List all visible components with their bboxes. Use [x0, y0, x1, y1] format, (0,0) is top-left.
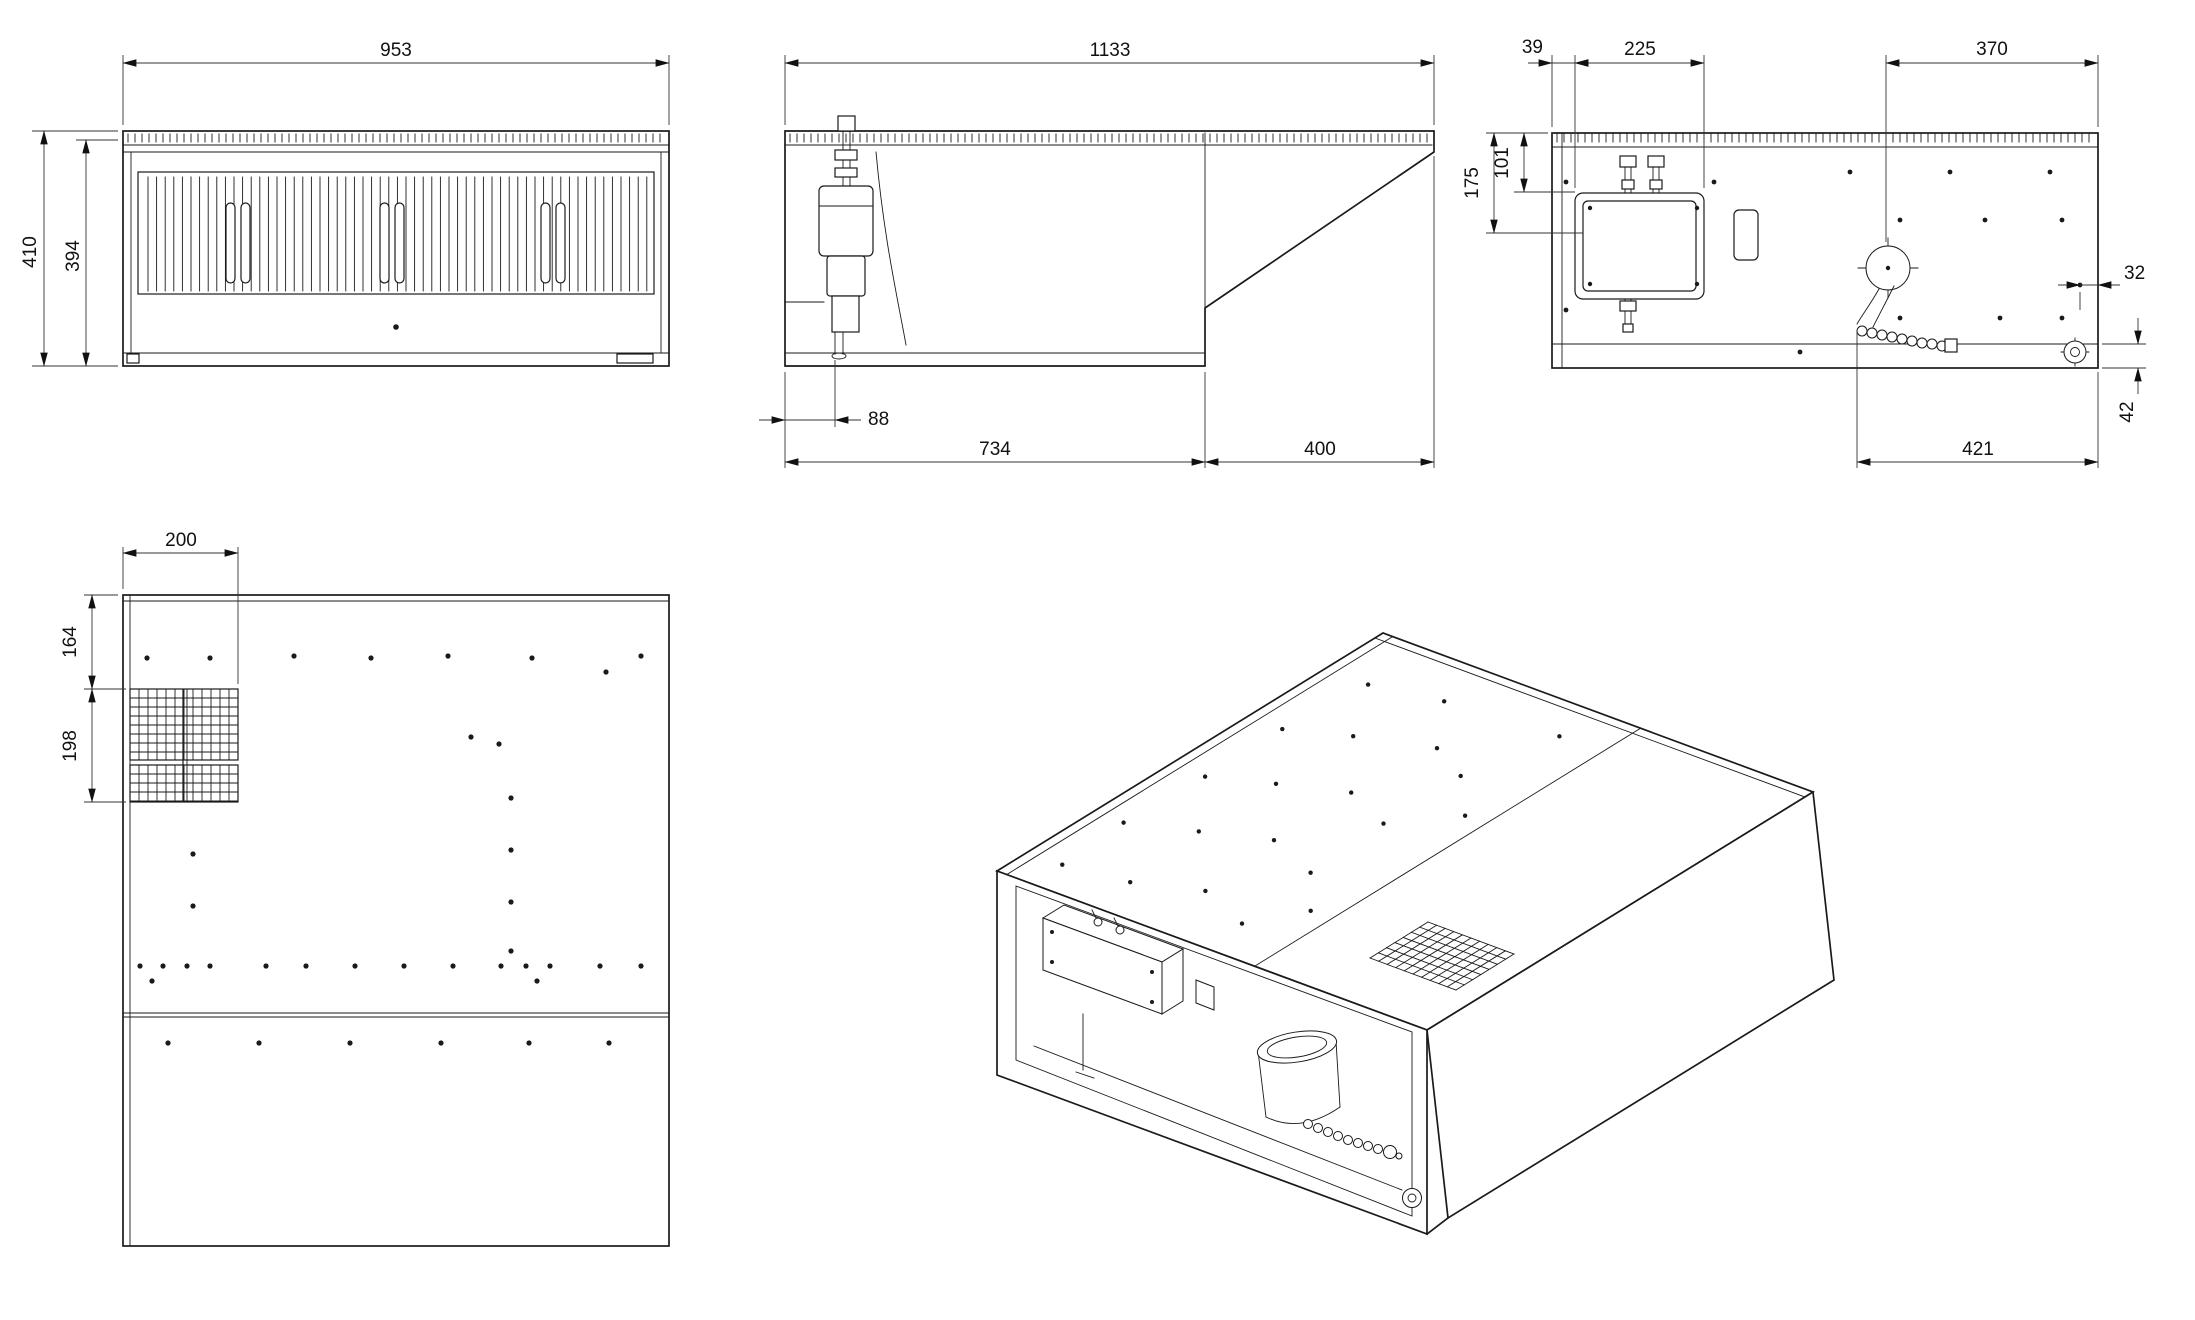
dim-front-height-body-label: 394 — [63, 240, 84, 272]
dim-plan-grille-height-label: 198 — [60, 730, 81, 762]
iso-canopy-seam — [1254, 727, 1642, 967]
drain-pump-assembly — [818, 115, 874, 360]
dim-side-depth-body-label: 734 — [979, 439, 1011, 460]
dim-back-right-span-label: 370 — [1976, 39, 2008, 60]
dim-back-edge-to-holes-label: 32 — [2124, 263, 2145, 284]
dim-side-drain-offset: 88 — [759, 360, 889, 468]
plan-body-outline — [122, 594, 670, 1247]
dim-plan-grille-width: 200 — [122, 530, 239, 684]
dim-front-height-body: 394 — [63, 139, 118, 367]
front-foot-left — [126, 353, 140, 364]
front-view: 953 410 394 — [20, 40, 670, 367]
front-grille-louvres — [147, 176, 648, 292]
grille-handle-slots — [225, 202, 566, 284]
dim-back-box-width: 225 — [1574, 39, 1705, 188]
back-top-flange-serration — [1556, 133, 2090, 143]
cable-gland-right — [1647, 155, 1665, 194]
side-view: 1133 88 734 400 — [759, 40, 1435, 468]
iso-front-frame — [1015, 885, 1413, 1217]
dim-back-bottom-band-label: 42 — [2117, 401, 2138, 422]
back-view: 39 225 370 101 175 32 — [1462, 37, 2146, 468]
dim-back-top-to-entry: 175 — [1462, 132, 1583, 234]
dim-side-depth-canopy-label: 400 — [1304, 439, 1336, 460]
electrical-box — [1574, 192, 1705, 300]
dim-back-top-to-entry-label: 175 — [1462, 167, 1483, 199]
iso-sensor-rod — [1075, 1013, 1095, 1079]
front-grille-frame — [137, 171, 655, 295]
side-body-outline — [784, 130, 1435, 367]
dim-back-drain-span: 421 — [1856, 332, 2099, 468]
dim-back-bottom-band: 42 — [2102, 318, 2146, 423]
dim-side-depth-overall-label: 1133 — [1090, 40, 1131, 61]
side-top-flange-serration — [789, 133, 1428, 143]
drain-trap — [1856, 237, 1958, 353]
iso-vent-slot — [1195, 979, 1215, 1011]
iso-top-rivet-holes — [1060, 682, 1562, 926]
iso-electrical-box — [1041, 904, 1185, 1015]
dim-plan-top-to-grille-label: 164 — [60, 626, 81, 658]
drain-outlet — [2060, 337, 2090, 367]
iso-canopy-underside — [1426, 790, 1835, 1220]
back-vent-slot — [1733, 209, 1759, 261]
dim-back-top-to-box-label: 101 — [1492, 147, 1513, 179]
side-panel-crease — [875, 151, 907, 346]
iso-drain-pipe — [1256, 1030, 1403, 1160]
iso-corrugated-hose — [1303, 1119, 1383, 1154]
plan-rivet-holes — [137, 653, 644, 1046]
front-center-hole — [393, 324, 399, 330]
dim-back-left-offset: 39 — [1522, 37, 1599, 188]
dim-back-left-offset-label: 39 — [1522, 37, 1543, 58]
dim-back-edge-to-holes: 32 — [2058, 263, 2145, 310]
dim-plan-top-to-grille: 164 — [60, 594, 126, 690]
dim-front-height-overall: 410 — [20, 130, 118, 367]
dim-side-depth-overall: 1133 — [784, 40, 1435, 125]
plan-grille-grid — [129, 688, 239, 803]
cable-gland-bottom — [1619, 298, 1637, 333]
dim-side-depth-canopy: 400 — [1204, 156, 1435, 468]
dim-front-width: 953 — [122, 40, 670, 125]
front-top-flange-serration — [127, 133, 661, 143]
dim-back-drain-span-label: 421 — [1962, 439, 1994, 460]
iso-top-grille — [1369, 921, 1515, 991]
isometric-view — [995, 632, 1835, 1236]
plan-view: 200 164 198 — [60, 530, 670, 1247]
cable-gland-left — [1619, 155, 1637, 194]
dim-plan-grille-height: 198 — [60, 688, 126, 803]
dim-front-height-overall-label: 410 — [20, 236, 41, 268]
dim-back-right-span: 370 — [1885, 39, 2099, 242]
front-foot-right — [616, 353, 654, 364]
iso-drain-outlet — [1402, 1188, 1422, 1208]
dim-plan-grille-width-label: 200 — [165, 530, 197, 551]
dim-front-width-label: 953 — [380, 40, 412, 61]
dim-back-box-width-label: 225 — [1624, 39, 1656, 60]
dim-side-drain-offset-label: 88 — [868, 409, 889, 430]
dim-side-depth-body: 734 — [784, 372, 1206, 468]
